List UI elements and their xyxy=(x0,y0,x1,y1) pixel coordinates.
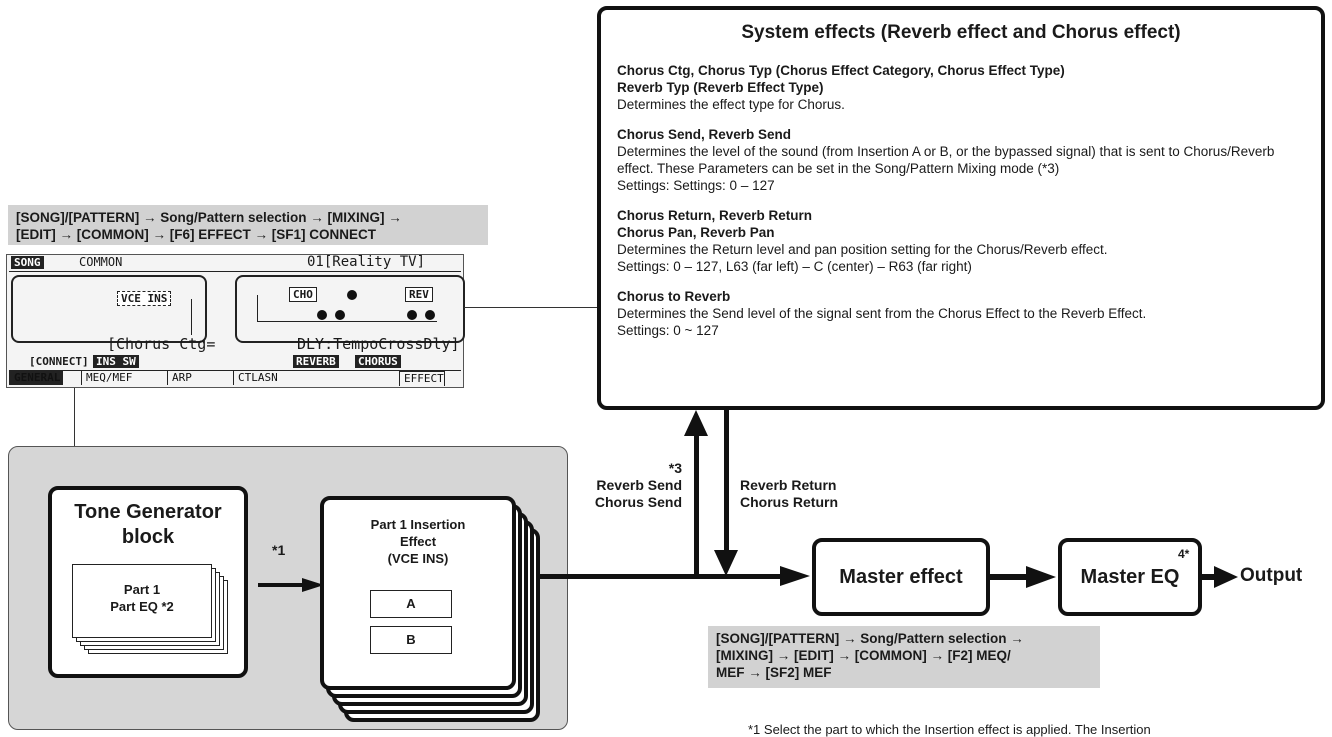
part-card: Part 1 Part EQ *2 xyxy=(72,564,212,638)
lcd-knob-2 xyxy=(335,310,345,320)
lcd-rev: REV xyxy=(405,287,433,302)
lcd-connector-vertical xyxy=(74,388,75,446)
lcd-highlight-right xyxy=(235,275,465,343)
lcd-song-name: 01[Reality TV] xyxy=(307,254,426,270)
lcd-loop-line xyxy=(257,295,258,321)
output-label: Output xyxy=(1240,565,1303,586)
insertion-title: Part 1 Insertion Effect (VCE INS) xyxy=(320,516,516,567)
system-section-send: Chorus Send, Reverb Send Determines the … xyxy=(617,126,1305,194)
section-settings: Settings: 0 – 127, L63 (far left) – C (c… xyxy=(617,259,972,274)
send-label-line1: Reverb Send xyxy=(596,477,682,493)
arrow-right-icon xyxy=(1202,566,1238,588)
lcd-knob-4 xyxy=(425,310,435,320)
lcd-knob-3 xyxy=(407,310,417,320)
lcd-knob-1 xyxy=(317,310,327,320)
lcd-tab-meq: MEQ/MEF xyxy=(81,371,132,385)
lcd-highlight-left xyxy=(11,275,207,343)
lcd-path-line1: [SONG]/[PATTERN] → Song/Pattern selectio… xyxy=(16,210,402,225)
section-text: Determines the effect type for Chorus. xyxy=(617,97,845,112)
section-text: Determines the Return level and pan posi… xyxy=(617,242,1108,257)
section-heading-2: Reverb Typ (Reverb Effect Type) xyxy=(617,80,824,95)
arrow-to-output xyxy=(1202,566,1238,588)
note4-marker: 4* xyxy=(1178,547,1190,561)
lcd-mode: SONG xyxy=(11,256,44,269)
mef-path-line3: MEF → [SF2] MEF xyxy=(716,665,832,680)
master-eq-block: Master EQ xyxy=(1058,538,1202,616)
tone-generator-title-line1: Tone Generator xyxy=(74,501,222,523)
mef-path-line2: [MIXING] → [EDIT] → [COMMON] → [F2] MEQ/ xyxy=(716,648,1011,663)
lcd-tab-ctlasn: CTLASN xyxy=(233,371,278,385)
insertion-b-box: B xyxy=(370,626,452,654)
system-section-return: Chorus Return, Reverb Return Chorus Pan,… xyxy=(617,207,1305,275)
lcd-top-rule xyxy=(9,271,461,272)
mef-path-caption: [SONG]/[PATTERN] → Song/Pattern selectio… xyxy=(708,626,1100,688)
section-heading: Chorus Ctg, Chorus Typ (Chorus Effect Ca… xyxy=(617,63,1065,78)
part-card-line2: Part EQ *2 xyxy=(110,599,174,614)
lcd-chorus-button: CHORUS xyxy=(355,355,401,368)
master-effect-block: Master effect xyxy=(812,538,990,616)
arrow-right-icon xyxy=(990,566,1056,588)
arrow-right-icon xyxy=(258,578,324,592)
lcd-path-line2: [EDIT] → [COMMON] → [F6] EFFECT → [SF1] … xyxy=(16,227,376,242)
lcd-tab-general: GENERAL xyxy=(9,371,64,385)
system-section-type: Chorus Ctg, Chorus Typ (Chorus Effect Ca… xyxy=(617,62,1305,113)
send-label: *3 Reverb Send Chorus Send xyxy=(560,460,682,511)
section-heading: Chorus Return, Reverb Return xyxy=(617,208,813,223)
section-heading-2: Chorus Pan, Reverb Pan xyxy=(617,225,775,240)
send-arrow xyxy=(684,410,708,576)
footnote: *1 Select the part to which the Insertio… xyxy=(748,722,1151,737)
return-label: Reverb Return Chorus Return xyxy=(740,477,890,511)
lcd-connector-horizontal xyxy=(464,307,597,308)
lcd-arrow-knob xyxy=(347,290,357,300)
lcd-tab-rule xyxy=(9,370,461,371)
main-signal-line xyxy=(540,574,788,579)
arrow-right-icon xyxy=(780,566,810,586)
part-card-line1: Part 1 xyxy=(123,582,161,597)
section-heading: Chorus Send, Reverb Send xyxy=(617,127,792,142)
note1-marker: *1 xyxy=(272,542,286,558)
section-text: Determines the level of the sound (from … xyxy=(617,144,1275,176)
section-heading: Chorus to Reverb xyxy=(617,289,731,304)
system-section-chorus-to-reverb: Chorus to Reverb Determines the Send lev… xyxy=(617,288,1305,339)
lcd-loop-bottom xyxy=(257,321,437,322)
lcd-path-caption: [SONG]/[PATTERN] → Song/Pattern selectio… xyxy=(8,205,488,245)
lcd-tab-effect: EFFECT xyxy=(399,371,445,386)
master-eq-label: Master EQ xyxy=(1080,566,1180,588)
return-label-line2: Chorus Return xyxy=(740,494,838,510)
lcd-tab-arp: ARP xyxy=(167,371,192,385)
lcd-ins-sw-button: INS SW xyxy=(93,355,139,368)
system-effects-title: System effects (Reverb effect and Chorus… xyxy=(741,22,1181,43)
master-effect-label: Master effect xyxy=(839,566,963,588)
insertion-title-line2: Effect xyxy=(399,534,437,549)
lcd-vce-ins: VCE INS xyxy=(117,291,172,306)
lcd-screen: SONG COMMON 01[Reality TV] VCE INS CHO R… xyxy=(6,254,465,388)
arrow-to-master-eq xyxy=(990,566,1056,588)
tone-generator-title: Tone Generator block xyxy=(48,500,248,550)
system-effects-box: System effects (Reverb effect and Chorus… xyxy=(597,6,1325,410)
arrow-to-insertion xyxy=(258,578,324,592)
note3-marker: *3 xyxy=(668,460,682,476)
return-label-line1: Reverb Return xyxy=(740,477,837,493)
section-settings: Settings: 0 ~ 127 xyxy=(617,323,719,338)
insertion-title-line1: Part 1 Insertion xyxy=(370,517,466,532)
lcd-vce-line xyxy=(191,299,192,335)
mef-path-line1: [SONG]/[PATTERN] → Song/Pattern selectio… xyxy=(716,631,1024,646)
arrow-down-icon xyxy=(714,410,738,576)
insertion-a-box: A xyxy=(370,590,452,618)
lcd-chorus-type: DLY:TempoCrossDly] xyxy=(297,335,460,353)
lcd-connect-button: [CONNECT] xyxy=(29,355,89,368)
arrow-to-master-effect xyxy=(780,566,810,586)
section-settings: Settings: Settings: 0 – 127 xyxy=(617,178,775,193)
lcd-reverb-button: REVERB xyxy=(293,355,339,368)
section-text: Determines the Send level of the signal … xyxy=(617,306,1147,321)
tone-generator-title-line2: block xyxy=(121,526,175,548)
send-label-line2: Chorus Send xyxy=(594,494,682,510)
return-arrow xyxy=(714,410,738,576)
insertion-title-line3: (VCE INS) xyxy=(387,551,449,566)
arrow-up-icon xyxy=(684,410,708,576)
lcd-chorus-ctg: [Chorus Ctg= xyxy=(107,335,216,353)
lcd-cho: CHO xyxy=(289,287,317,302)
lcd-section: COMMON xyxy=(79,255,123,269)
